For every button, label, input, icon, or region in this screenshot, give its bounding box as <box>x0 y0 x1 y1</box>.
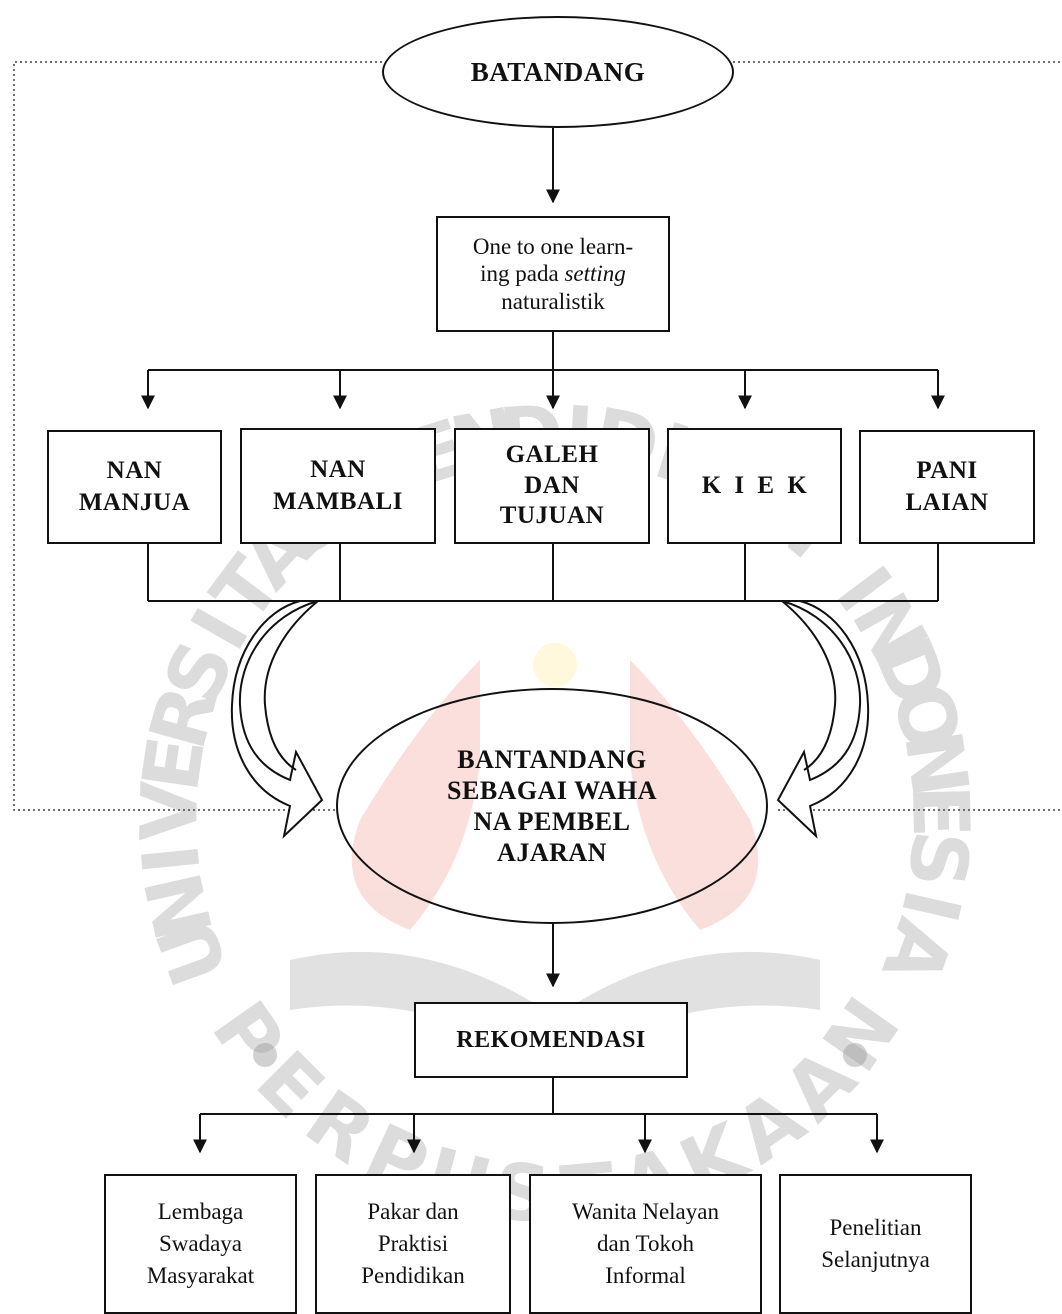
node-bantandang-center: BANTANDANG SEBAGAI WAHA NA PEMBEL AJARAN <box>336 688 768 924</box>
watermark-letter: E <box>894 784 985 839</box>
node-nan-manjua: NAN MANJUA <box>47 430 222 544</box>
node-galeh-dan-tujuan-label: GALEH DAN TUJUAN <box>499 441 605 530</box>
method-line-2-emphasis: setting <box>564 261 626 287</box>
node-method: One to one learn- ing pada setting natur… <box>436 216 670 332</box>
watermark-dot-left <box>253 1043 277 1067</box>
node-pakar-praktisi: Pakar dan Praktisi Pendidikan <box>315 1174 511 1314</box>
watermark-letter: N <box>886 725 985 803</box>
watermark-dot-right <box>843 1043 867 1067</box>
node-nan-manjua-label: NAN MANJUA <box>78 457 191 516</box>
node-nan-mambali: NAN MAMBALI <box>240 428 436 544</box>
watermark-letter: V <box>125 780 216 842</box>
watermark-letter: E <box>126 731 223 797</box>
node-lsm: Lembaga Swadaya Masyarakat <box>104 1174 297 1314</box>
node-nan-mambali-label: NAN MAMBALI <box>273 456 403 515</box>
node-penelitian: Penelitian Selanjutnya <box>779 1174 972 1314</box>
node-penelitian-label: Penelitian Selanjutnya <box>821 1215 930 1272</box>
node-pani-laian: PANI LAIAN <box>859 430 1035 544</box>
method-line-1: One to one learn- <box>472 233 634 259</box>
node-wanita-nelayan: Wanita Nelayan dan Tokoh Informal <box>529 1174 762 1314</box>
node-kiek-label: K I E K <box>701 472 808 499</box>
node-rekomendasi-label: REKOMENDASI <box>456 1026 646 1053</box>
watermark-book-right <box>565 951 820 1060</box>
method-line-2: ing pada <box>480 261 565 287</box>
dotted-frame <box>13 61 1062 811</box>
node-bantandang-center-label: BANTANDANG SEBAGAI WAHA NA PEMBEL AJARAN <box>447 744 657 868</box>
node-batandang-label: BATANDANG <box>470 56 646 87</box>
node-pakar-praktisi-label: Pakar dan Praktisi Pendidikan <box>361 1199 465 1288</box>
node-lsm-label: Lembaga Swadaya Masyarakat <box>146 1199 255 1288</box>
node-kiek: K I E K <box>667 428 842 544</box>
node-galeh-dan-tujuan: GALEH DAN TUJUAN <box>454 428 650 544</box>
node-rekomendasi: REKOMENDASI <box>414 1002 688 1078</box>
method-line-3: naturalistik <box>501 288 605 314</box>
node-batandang: BATANDANG <box>382 16 734 128</box>
curved-arrow-right <box>776 600 870 839</box>
watermark-letter: S <box>890 826 985 891</box>
node-wanita-nelayan-label: Wanita Nelayan dan Tokoh Informal <box>572 1199 719 1288</box>
node-pani-laian-label: PANI LAIAN <box>905 457 989 516</box>
watermark-flame-core <box>533 643 577 687</box>
curved-arrow-left <box>230 600 324 839</box>
